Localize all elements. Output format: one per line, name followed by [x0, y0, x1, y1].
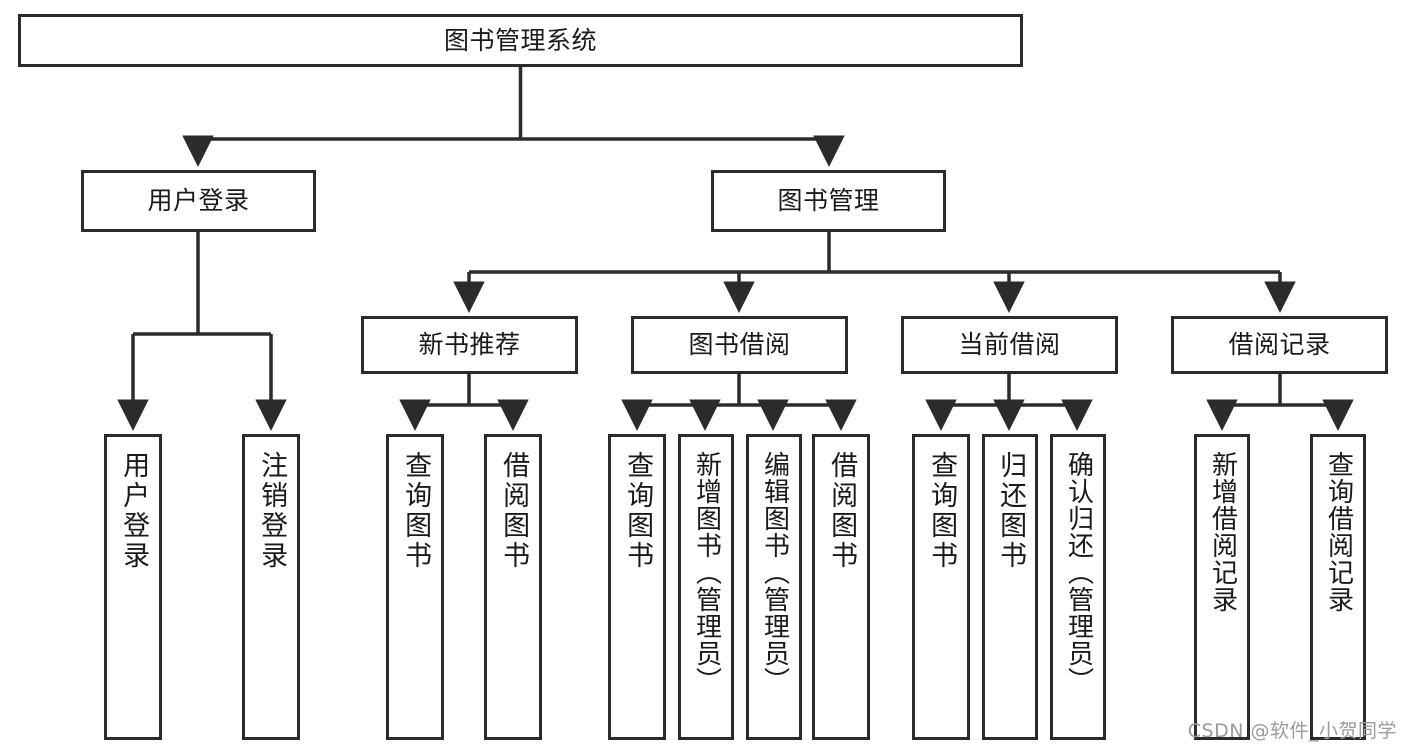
node-book-management[interactable]: 图书管理 [711, 170, 946, 232]
node-book-borrowing[interactable]: 图书借阅 [631, 316, 848, 374]
node-leaf-add-book-admin[interactable]: 新增图书（管理员） [678, 434, 734, 740]
node-label: 编辑图书（管理员） [759, 451, 790, 694]
node-leaf-return-books[interactable]: 归还图书 [982, 434, 1038, 740]
node-leaf-user-login[interactable]: 用户登录 [104, 434, 162, 740]
node-label: 查询图书 [622, 451, 654, 571]
node-leaf-query-books-current[interactable]: 查询图书 [912, 434, 970, 740]
node-leaf-borrow-books-borrow[interactable]: 借阅图书 [812, 434, 870, 740]
csdn-watermark: CSDN @软件_小贺同学 [1187, 720, 1397, 742]
node-label: 查询借阅记录 [1323, 451, 1354, 613]
node-label: 注销登录 [256, 451, 288, 571]
node-label: 借阅图书 [826, 451, 858, 571]
node-label: 图书管理 [777, 186, 880, 216]
node-label: 用户登录 [147, 186, 250, 216]
node-leaf-edit-book-admin[interactable]: 编辑图书（管理员） [746, 434, 802, 740]
node-label: 新增图书（管理员） [691, 451, 722, 694]
node-label: 新增借阅记录 [1207, 451, 1238, 613]
node-leaf-query-borrow-record[interactable]: 查询借阅记录 [1310, 434, 1366, 740]
node-label: 图书借阅 [688, 330, 791, 360]
node-label: 当前借阅 [958, 330, 1061, 360]
node-leaf-borrow-books-newbook[interactable]: 借阅图书 [484, 434, 542, 740]
node-label: 图书管理系统 [443, 25, 597, 55]
node-current-borrowing[interactable]: 当前借阅 [901, 316, 1118, 374]
node-label: 借阅图书 [498, 451, 530, 571]
node-leaf-query-books-borrow[interactable]: 查询图书 [608, 434, 666, 740]
node-leaf-add-borrow-record[interactable]: 新增借阅记录 [1194, 434, 1250, 740]
node-leaf-query-books-newbook[interactable]: 查询图书 [386, 434, 444, 740]
node-leaf-logout[interactable]: 注销登录 [242, 434, 300, 740]
node-label: 确认归还（管理员） [1063, 451, 1094, 694]
node-user-login[interactable]: 用户登录 [81, 170, 316, 232]
node-label: 新书推荐 [418, 330, 521, 360]
node-label: 借阅记录 [1228, 330, 1331, 360]
node-label: 查询图书 [926, 451, 958, 571]
node-label: 查询图书 [400, 451, 432, 571]
node-borrowing-record[interactable]: 借阅记录 [1171, 316, 1388, 374]
node-label: 归还图书 [995, 451, 1027, 571]
node-leaf-confirm-return-admin[interactable]: 确认归还（管理员） [1050, 434, 1106, 740]
node-label: 用户登录 [118, 451, 150, 571]
node-new-book-recommendation[interactable]: 新书推荐 [361, 316, 578, 374]
node-book-management-system[interactable]: 图书管理系统 [18, 14, 1023, 67]
